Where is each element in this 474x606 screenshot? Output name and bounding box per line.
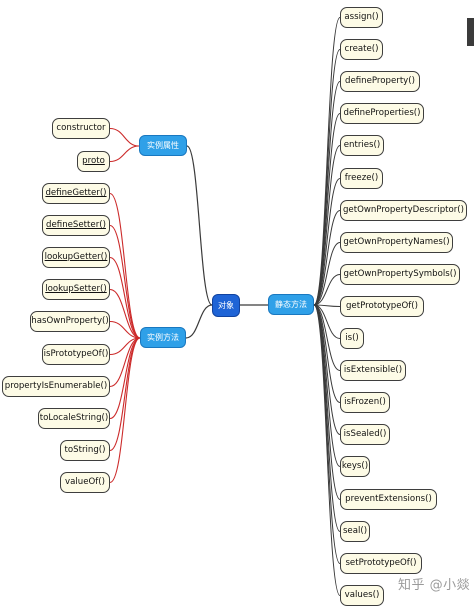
root-node-object[interactable]: 对象 — [212, 294, 240, 317]
static-method-define-properties[interactable]: defineProperties() — [340, 103, 424, 124]
static-method-entries[interactable]: entries() — [340, 135, 384, 156]
instance-method-to-locale-string[interactable]: toLocaleString() — [38, 408, 110, 429]
static-method-get-own-property-symbols[interactable]: getOwnPropertySymbols() — [340, 264, 460, 285]
node-label: create() — [344, 44, 379, 54]
node-label: getPrototypeOf() — [345, 301, 419, 311]
node-label: setPrototypeOf() — [345, 558, 417, 568]
node-label: defineGetter() — [45, 188, 107, 198]
static-method-get-own-property-names[interactable]: getOwnPropertyNames() — [340, 232, 453, 253]
instance-method-define-getter[interactable]: defineGetter() — [42, 183, 110, 204]
static-method-get-prototype-of[interactable]: getPrototypeOf() — [340, 296, 424, 317]
node-label: is() — [345, 333, 359, 343]
node-label: defineProperties() — [343, 108, 421, 118]
instance-method-define-setter[interactable]: defineSetter() — [42, 215, 110, 236]
node-label: isExtensible() — [343, 365, 403, 375]
static-method-assign[interactable]: assign() — [340, 7, 383, 28]
instance-method-lookup-getter[interactable]: lookupGetter() — [42, 247, 110, 268]
node-label: toString() — [64, 445, 106, 455]
node-label: assign() — [344, 12, 379, 22]
node-label: proto — [82, 156, 105, 166]
scrollbar-handle[interactable] — [467, 18, 474, 46]
node-label: keys() — [341, 461, 369, 471]
hub-instance-properties[interactable]: 实例属性 — [139, 135, 187, 156]
node-label: valueOf() — [65, 477, 105, 487]
node-label: lookupSetter() — [45, 284, 107, 294]
static-method-set-prototype-of[interactable]: setPrototypeOf() — [340, 553, 422, 574]
static-method-is-sealed[interactable]: isSealed() — [340, 424, 390, 445]
node-label: entries() — [343, 140, 381, 150]
instance-property-proto[interactable]: proto — [77, 151, 110, 172]
node-label: propertyIsEnumerable() — [4, 381, 108, 391]
node-label: hasOwnProperty() — [31, 316, 109, 326]
static-method-is-frozen[interactable]: isFrozen() — [340, 392, 390, 413]
node-label: defineProperty() — [345, 76, 415, 86]
instance-method-has-own-property[interactable]: hasOwnProperty() — [30, 311, 110, 332]
instance-method-property-is-enumerable[interactable]: propertyIsEnumerable() — [2, 376, 110, 397]
static-method-prevent-extensions[interactable]: preventExtensions() — [340, 489, 437, 510]
node-label: getOwnPropertySymbols() — [343, 269, 457, 279]
static-method-seal[interactable]: seal() — [340, 521, 370, 542]
node-label: getOwnPropertyDescriptor() — [342, 205, 465, 215]
node-label: defineSetter() — [46, 220, 106, 230]
static-method-get-own-property-descriptor[interactable]: getOwnPropertyDescriptor() — [340, 200, 467, 221]
static-method-freeze[interactable]: freeze() — [340, 168, 383, 189]
static-method-keys[interactable]: keys() — [340, 456, 370, 477]
instance-method-value-of[interactable]: valueOf() — [60, 472, 110, 493]
static-method-is[interactable]: is() — [340, 328, 364, 349]
node-label: isSealed() — [343, 429, 387, 439]
node-label: getOwnPropertyNames() — [343, 237, 450, 247]
static-method-is-extensible[interactable]: isExtensible() — [340, 360, 406, 381]
instance-property-constructor[interactable]: constructor — [52, 118, 110, 139]
hub-static-methods[interactable]: 静态方法 — [268, 294, 314, 315]
static-method-values[interactable]: values() — [340, 585, 384, 606]
node-label: freeze() — [344, 173, 379, 183]
instance-method-lookup-setter[interactable]: lookupSetter() — [42, 279, 110, 300]
node-label: toLocaleString() — [39, 413, 109, 423]
watermark-text: 知乎 @小燚 — [398, 578, 471, 593]
instance-method-to-string[interactable]: toString() — [60, 440, 110, 461]
node-label: seal() — [342, 526, 368, 536]
hub-instance-methods[interactable]: 实例方法 — [140, 327, 186, 348]
static-method-define-property[interactable]: defineProperty() — [340, 71, 420, 92]
node-label: constructor — [56, 123, 106, 133]
node-label: values() — [344, 590, 380, 600]
node-label: isFrozen() — [344, 397, 386, 407]
static-method-create[interactable]: create() — [340, 39, 383, 60]
node-label: isPrototypeOf() — [43, 349, 109, 359]
node-label: lookupGetter() — [44, 252, 108, 262]
node-label: preventExtensions() — [345, 494, 432, 504]
instance-method-is-prototype-of[interactable]: isPrototypeOf() — [42, 344, 110, 365]
